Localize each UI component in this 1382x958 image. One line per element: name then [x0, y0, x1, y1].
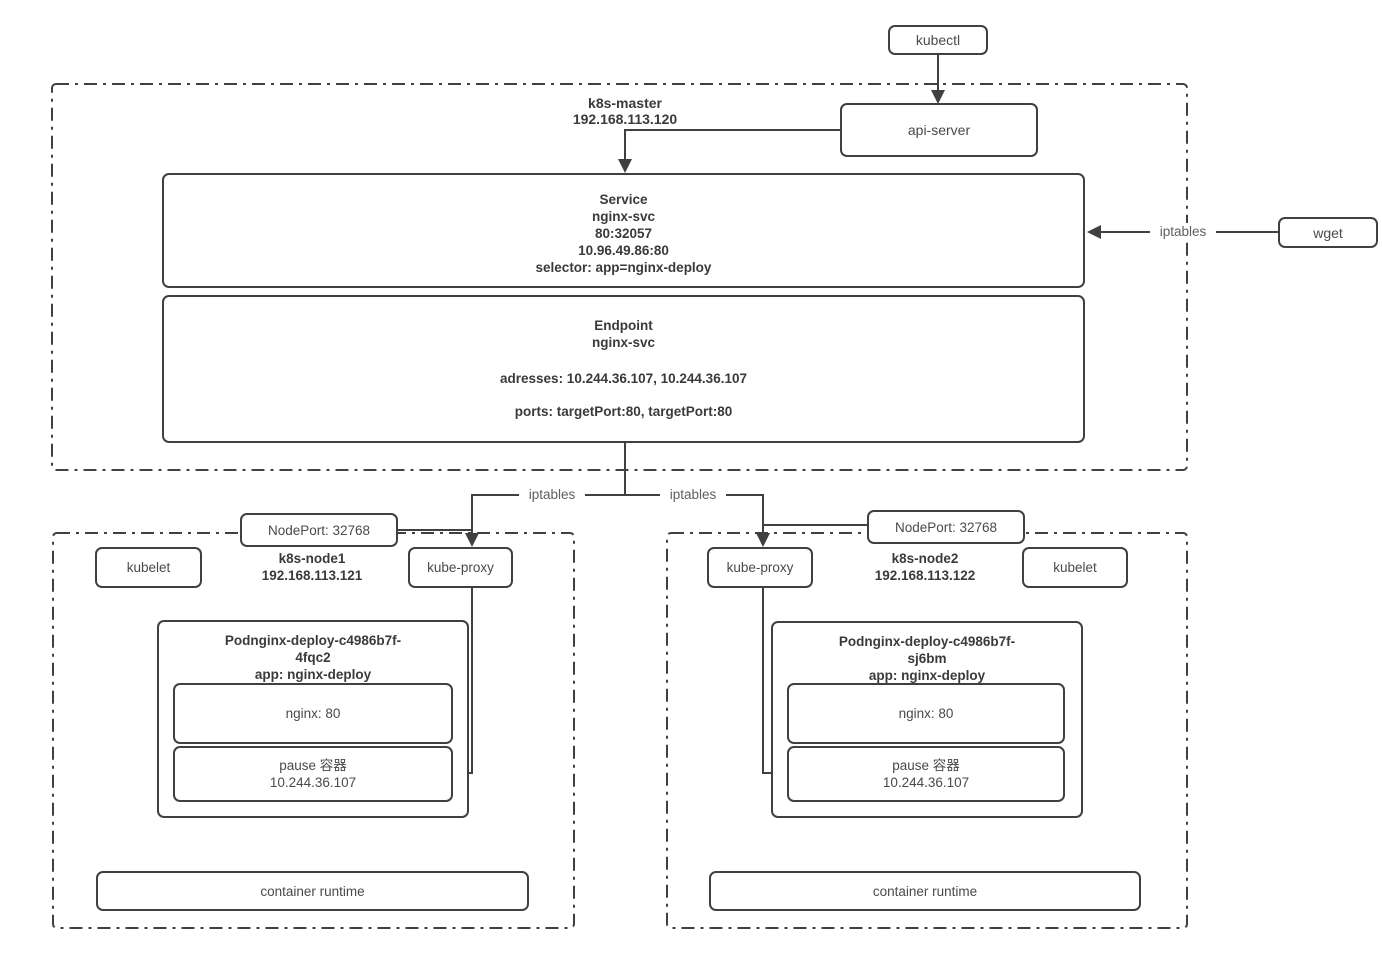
service-box: Service nginx-svc 80:32057 10.96.49.86:8…	[162, 173, 1085, 288]
endpoint-box: Endpoint nginx-svc adresses: 10.244.36.1…	[162, 295, 1085, 443]
edge-apiserver-service	[624, 129, 840, 165]
node2-title: k8s-node2 192.168.113.122	[874, 551, 976, 583]
service-text: Service nginx-svc 80:32057 10.96.49.86:8…	[535, 192, 712, 275]
node1-kubelet-box: kubelet	[95, 547, 202, 588]
arrowhead-kubeproxy1	[465, 533, 479, 547]
node1-title: k8s-node1 192.168.113.121	[261, 551, 363, 583]
wget-box: wget	[1278, 217, 1378, 248]
master-boundary	[51, 83, 1188, 471]
iptables-label-right: iptables	[660, 486, 726, 504]
arrowhead-wget-service	[1087, 225, 1101, 239]
node1-nginx-container-box: nginx: 80	[173, 683, 453, 744]
node2-kubelet-box: kubelet	[1022, 547, 1128, 588]
node2-nginx-container-box: nginx: 80	[787, 683, 1065, 744]
node2-pod-title: Podnginx-deploy-c4986b7f- sj6bm app: ngi…	[838, 634, 1016, 683]
arrowhead-kubectl-apiserver	[931, 90, 945, 104]
node1-container-runtime-box: container runtime	[96, 871, 529, 911]
edge-kubeproxy2-pause2	[762, 588, 771, 774]
node1-pause-container-box: pause 容器 10.244.36.107	[173, 746, 453, 802]
arrowhead-kubeproxy2	[756, 533, 770, 547]
kubectl-box: kubectl	[888, 25, 988, 55]
endpoint-title: Endpoint nginx-svc	[591, 318, 656, 350]
api-server-box: api-server	[840, 103, 1038, 157]
iptables-label-left: iptables	[519, 486, 585, 504]
endpoint-ports: ports: targetPort:80, targetPort:80	[514, 404, 733, 419]
node1-kube-proxy-box: kube-proxy	[408, 547, 513, 588]
node2-container-runtime-box: container runtime	[709, 871, 1141, 911]
master-title: k8s-master 192.168.113.120	[572, 95, 678, 127]
iptables-label-wget: iptables	[1150, 223, 1216, 241]
endpoint-addresses: adresses: 10.244.36.107, 10.244.36.107	[500, 371, 747, 386]
nodeport2-box: NodePort: 32768	[867, 510, 1025, 544]
node2-kube-proxy-box: kube-proxy	[707, 547, 813, 588]
node2-pause-container-box: pause 容器 10.244.36.107	[787, 746, 1065, 802]
nodeport1-box: NodePort: 32768	[240, 513, 398, 547]
arrowhead-apiserver-service	[618, 159, 632, 173]
node1-pod-title: Podnginx-deploy-c4986b7f- 4fqc2 app: ngi…	[224, 633, 402, 682]
